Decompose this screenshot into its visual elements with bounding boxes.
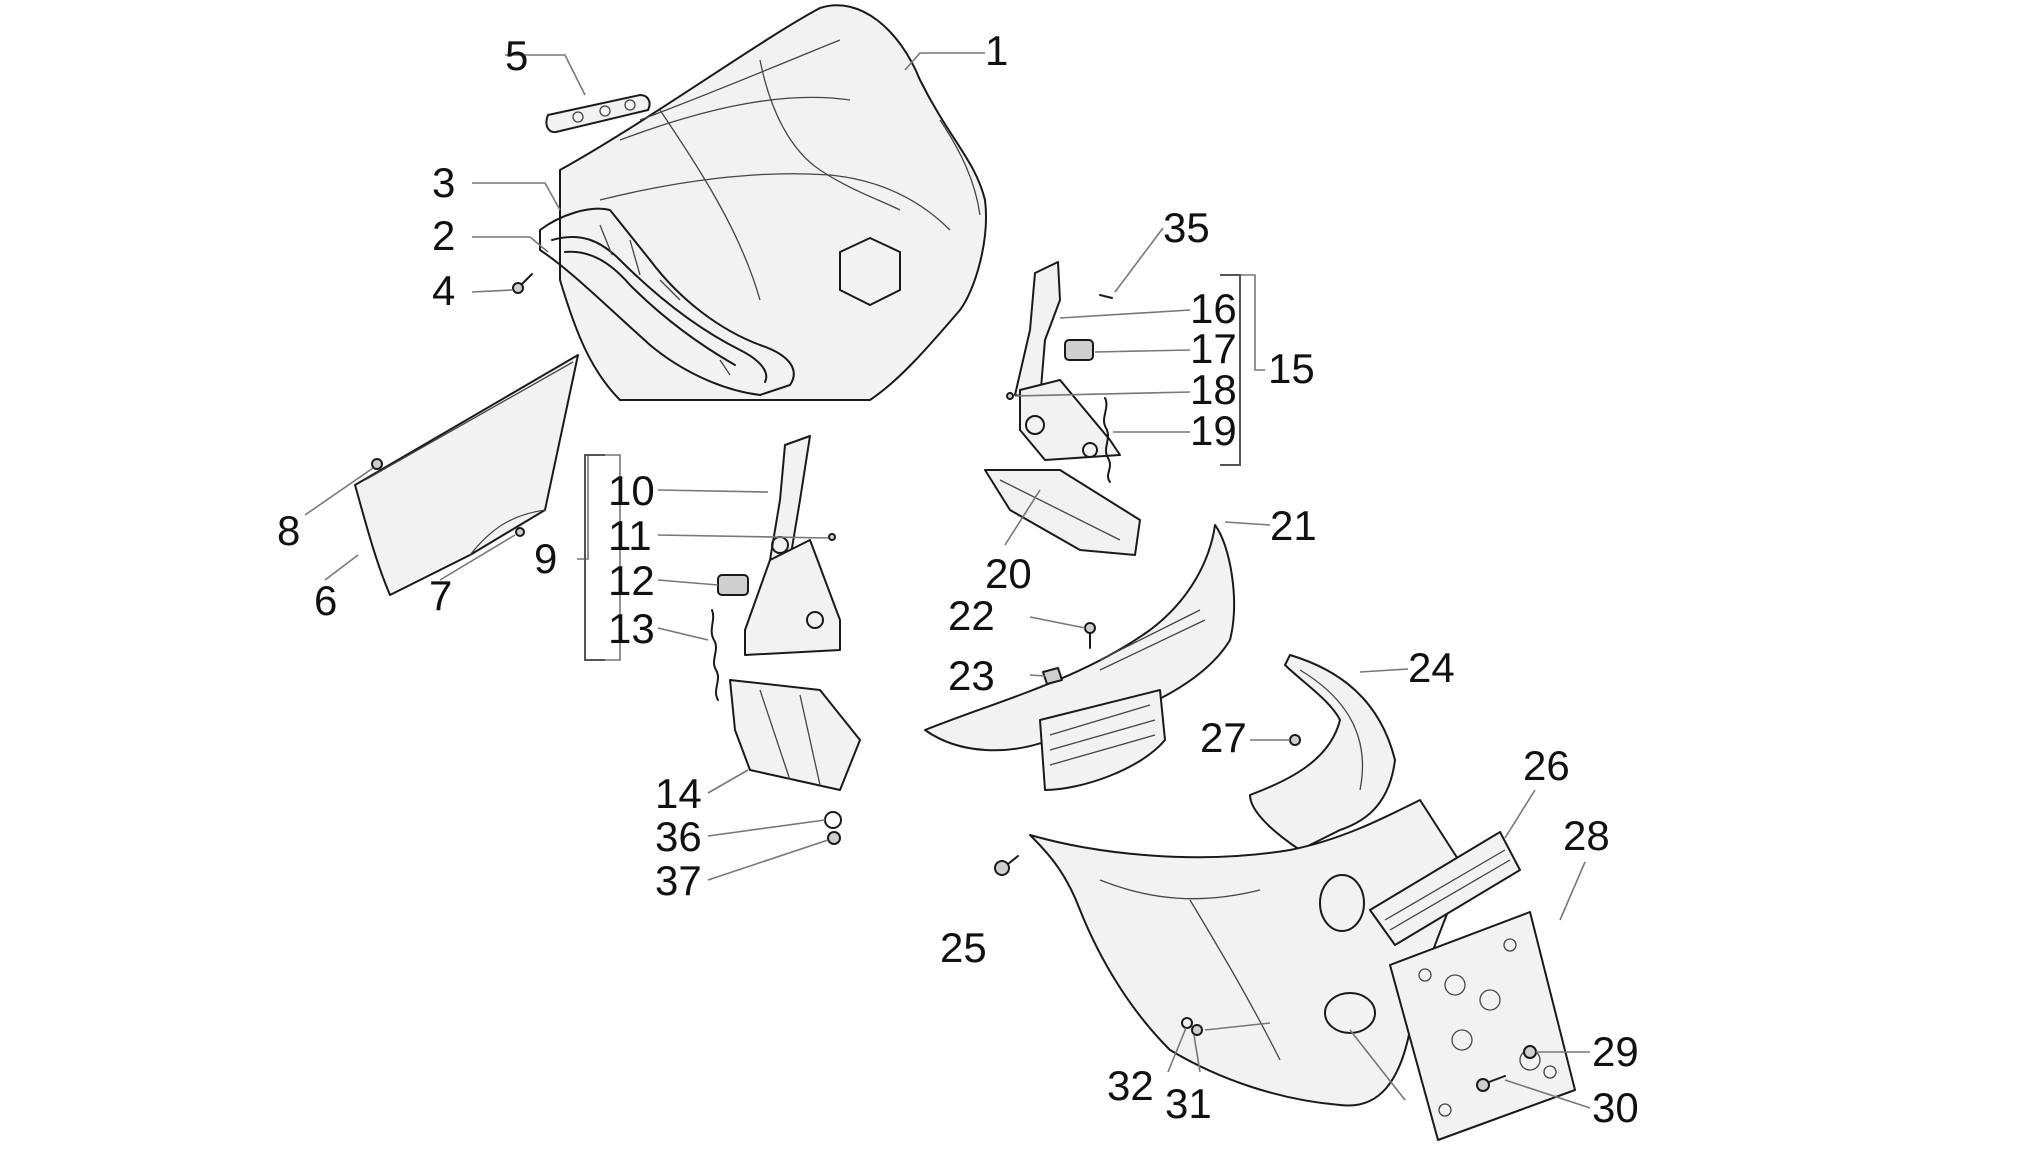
callout-31: 31 — [1165, 1080, 1212, 1127]
callout-20: 20 — [985, 550, 1032, 597]
callout-14: 14 — [655, 770, 702, 817]
callout-28: 28 — [1563, 812, 1610, 859]
part-plate-holder — [1389, 911, 1576, 1141]
callout-4: 4 — [432, 267, 455, 314]
part-clip-5 — [545, 94, 651, 134]
callout-27: 27 — [1200, 714, 1247, 761]
part-right-hinge — [1006, 261, 1121, 483]
part-inner-panel — [354, 354, 579, 596]
callout-5: 5 — [505, 32, 528, 79]
part-bolts — [1476, 1045, 1537, 1092]
callout-32: 32 — [1107, 1062, 1154, 1109]
callout-24: 24 — [1408, 644, 1455, 691]
callout-36: 36 — [655, 813, 702, 860]
part-washers-31-32 — [1181, 1017, 1203, 1036]
part-screw-27 — [1289, 734, 1301, 746]
callout-19: 19 — [1190, 407, 1237, 454]
part-rear-rack — [539, 207, 795, 396]
callout-2: 2 — [432, 212, 455, 259]
callout-labels: 1 2 3 4 5 6 7 8 9 10 11 12 13 14 15 16 1… — [277, 27, 1639, 1131]
callout-1: 1 — [985, 27, 1008, 74]
callout-16: 16 — [1190, 285, 1237, 332]
callout-15: 15 — [1268, 345, 1315, 392]
callout-13: 13 — [608, 605, 655, 652]
callout-3: 3 — [432, 159, 455, 206]
part-screw-4 — [512, 273, 533, 294]
callout-18: 18 — [1190, 366, 1237, 413]
part-left-hinge — [710, 435, 841, 701]
callout-7: 7 — [429, 572, 452, 619]
callout-9: 9 — [534, 535, 557, 582]
callout-10: 10 — [608, 467, 655, 514]
callout-30: 30 — [1592, 1084, 1639, 1131]
part-rear-frame — [1249, 654, 1396, 851]
part-left-cover — [729, 679, 861, 791]
part-right-cover — [984, 469, 1141, 556]
bracket-15 — [1220, 274, 1241, 466]
callout-11: 11 — [608, 512, 652, 559]
callout-22: 22 — [948, 592, 995, 639]
part-screw-25 — [994, 855, 1019, 876]
callout-21: 21 — [1270, 502, 1317, 549]
part-spoiler — [924, 524, 1235, 791]
callout-35: 35 — [1163, 204, 1210, 251]
callout-6: 6 — [314, 577, 337, 624]
callout-37: 37 — [655, 857, 702, 904]
part-rear-mudguard — [1029, 799, 1466, 1107]
hexagon-emblem — [839, 237, 901, 306]
callout-26: 26 — [1523, 742, 1570, 789]
part-rear-body-cover — [559, 4, 987, 401]
callout-8: 8 — [277, 507, 300, 554]
part-reflector — [1369, 831, 1521, 946]
callout-17: 17 — [1190, 325, 1237, 372]
callout-23: 23 — [948, 652, 995, 699]
callout-29: 29 — [1592, 1028, 1639, 1075]
callout-12: 12 — [608, 557, 655, 604]
callout-25: 25 — [940, 924, 987, 971]
part-nut-washer — [824, 811, 842, 845]
bracket-9 — [584, 454, 605, 661]
